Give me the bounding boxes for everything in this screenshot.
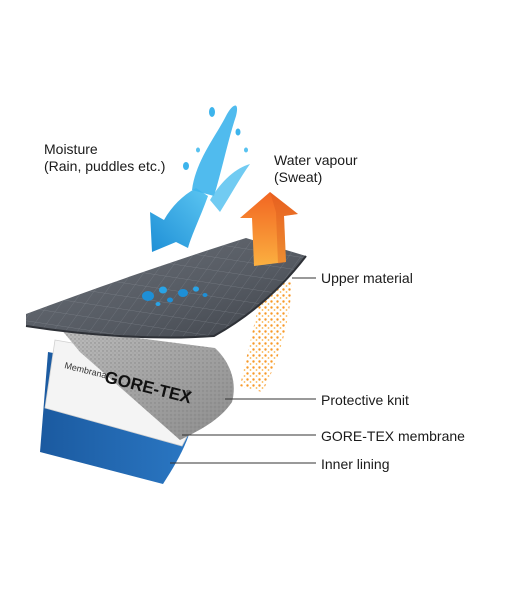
moisture-subtitle: (Rain, puddles etc.) xyxy=(44,158,166,174)
moisture-arrow xyxy=(150,105,250,252)
moisture-title: Moisture xyxy=(44,141,98,157)
vapour-title: Water vapour xyxy=(274,152,358,168)
gore-tex-membrane-label: GORE-TEX membrane xyxy=(321,428,465,444)
water-vapour-label: Water vapour (Sweat) xyxy=(274,152,358,186)
vapour-dots xyxy=(240,282,292,392)
inner-lining-label: Inner lining xyxy=(321,456,390,472)
vapour-arrow xyxy=(240,192,298,266)
protective-knit-label: Protective knit xyxy=(321,392,409,408)
upper-material-label: Upper material xyxy=(321,270,413,286)
vapour-subtitle: (Sweat) xyxy=(274,169,323,185)
water-droplets xyxy=(142,286,208,306)
moisture-label: Moisture (Rain, puddles etc.) xyxy=(44,141,165,175)
leader-lines xyxy=(170,277,316,464)
registered-mark: ® xyxy=(185,388,193,397)
